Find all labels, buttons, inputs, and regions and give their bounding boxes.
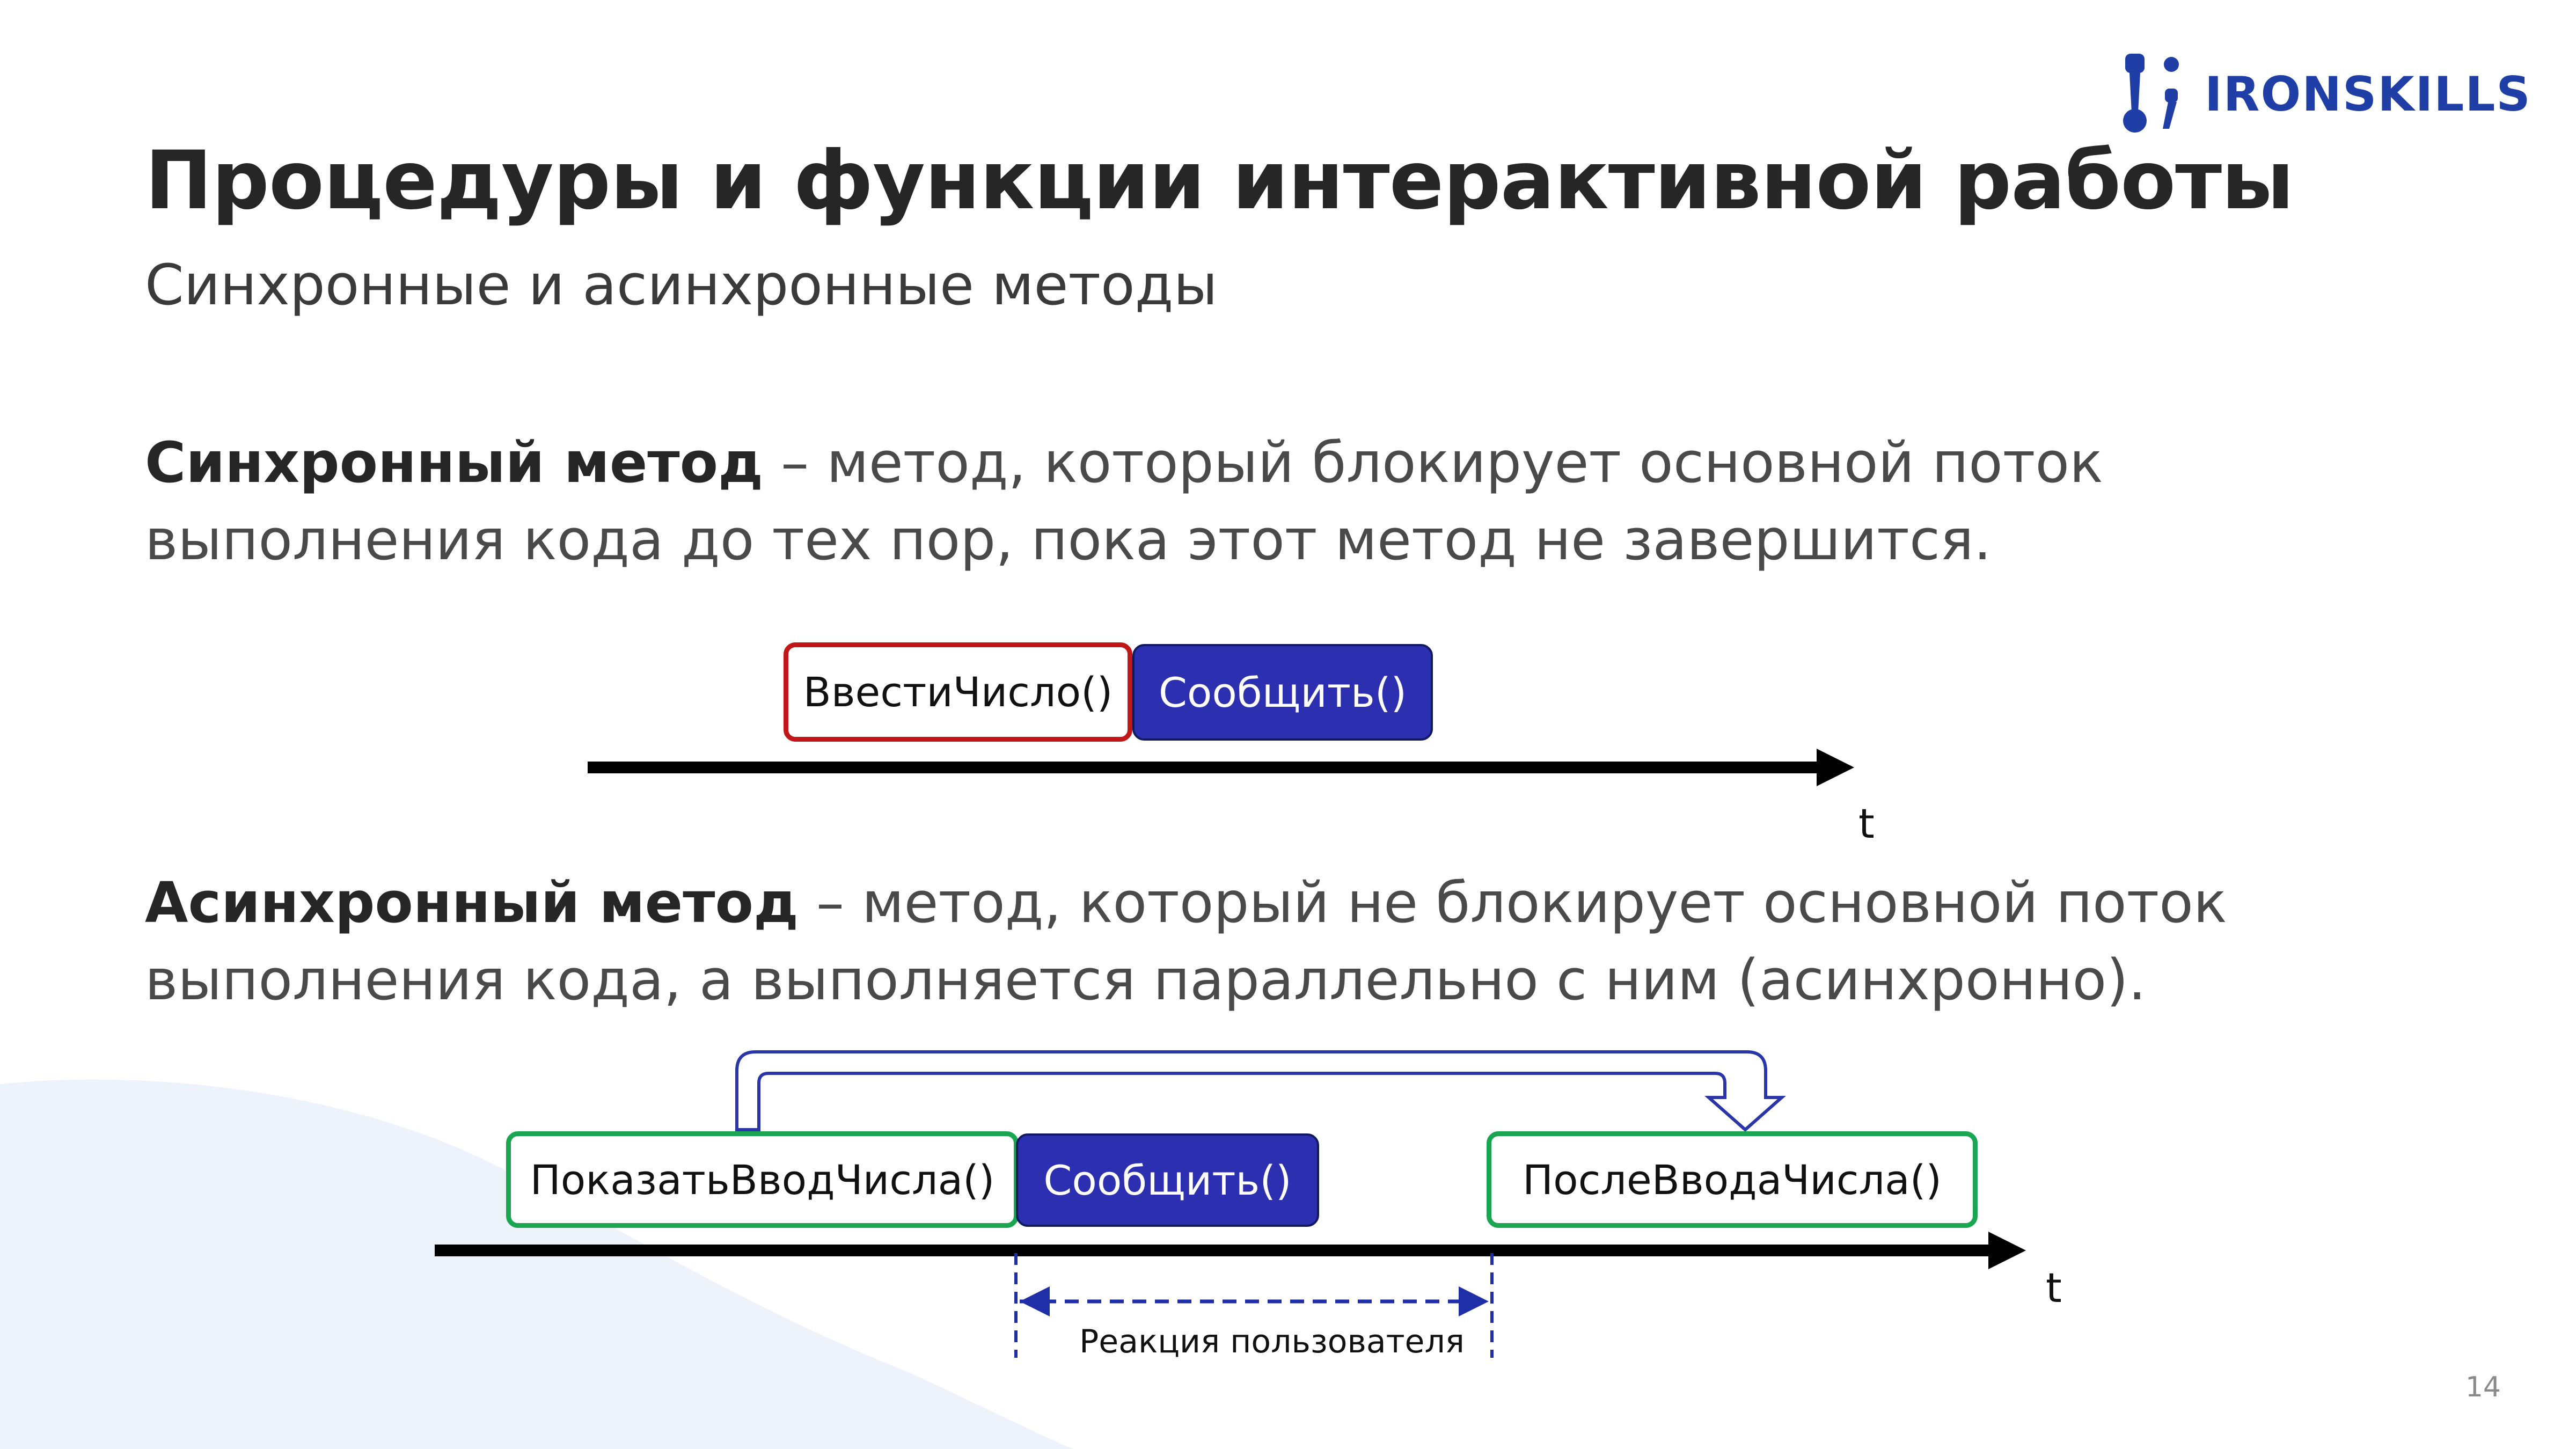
page-title: Процедуры и функции интерактивной работы bbox=[145, 134, 2294, 228]
sync-time-axis-label: t bbox=[1858, 800, 1875, 847]
message-method-box-sync: Сообщить() bbox=[1132, 644, 1433, 741]
ironskills-logo-icon bbox=[2123, 54, 2179, 133]
input-number-method-box: ВвестиЧисло() bbox=[784, 642, 1132, 742]
sync-definition-text: – метод, который блокирует основной пото… bbox=[145, 430, 2103, 573]
async-term: Асинхронный метод bbox=[145, 870, 799, 935]
show-input-method-box: ПоказатьВводЧисла() bbox=[506, 1131, 1019, 1228]
callback-arrow bbox=[735, 1050, 1786, 1132]
sync-definition: Синхронный метод – метод, который блокир… bbox=[145, 424, 2345, 579]
ironskills-logo: IRONSKILLS bbox=[2120, 48, 2531, 140]
after-input-method-box: ПослеВводаЧисла() bbox=[1487, 1131, 1978, 1228]
async-definition-text: – метод, который не блокирует основной п… bbox=[145, 870, 2227, 1013]
user-reaction-label: Реакция пользователя bbox=[1079, 1323, 1465, 1360]
page-number: 14 bbox=[2465, 1371, 2501, 1403]
async-time-axis-label: t bbox=[2046, 1264, 2062, 1312]
logo-text: IRONSKILLS bbox=[2205, 66, 2531, 122]
async-definition: Асинхронный метод – метод, который не бл… bbox=[145, 864, 2345, 1019]
message-method-box-async: Сообщить() bbox=[1016, 1133, 1319, 1227]
sync-term: Синхронный метод bbox=[145, 430, 764, 495]
user-reaction-interval bbox=[1014, 1253, 1494, 1358]
async-timeline-axis bbox=[435, 1232, 2026, 1269]
page-subtitle: Синхронные и асинхронные методы bbox=[145, 252, 1218, 318]
sync-timeline-axis bbox=[588, 749, 1854, 786]
